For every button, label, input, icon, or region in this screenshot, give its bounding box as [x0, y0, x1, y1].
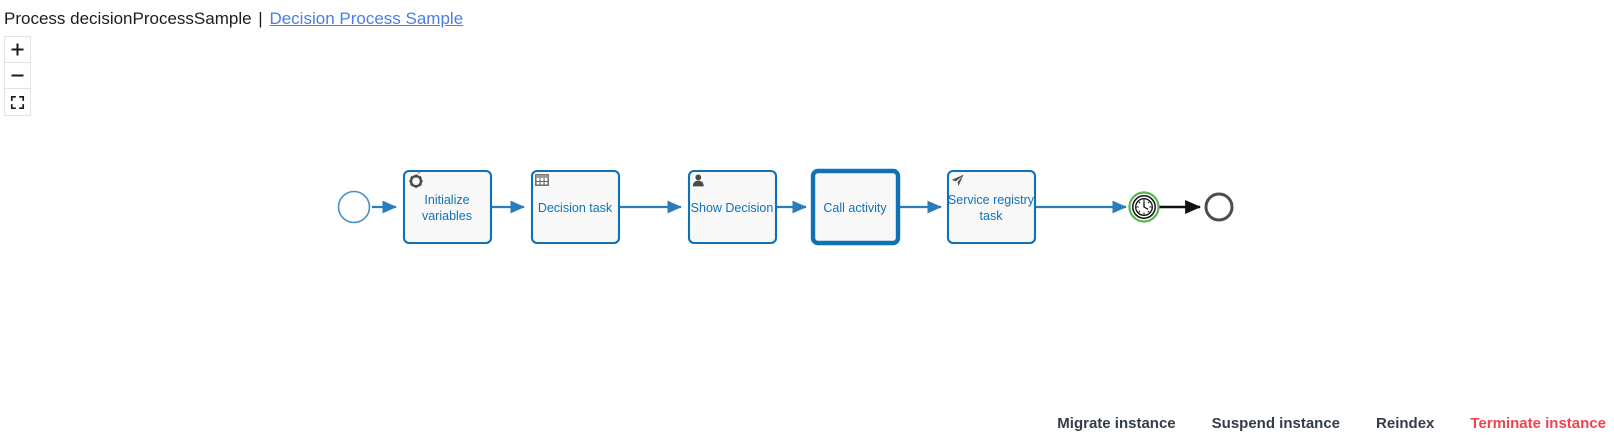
task-show-decision[interactable]: Show Decision [687, 169, 778, 245]
task-decision-task[interactable]: Decision task [530, 169, 621, 245]
zoom-out-button[interactable] [5, 63, 30, 89]
process-id-text: Process decisionProcessSample [4, 9, 252, 28]
task-label: Call activity [823, 201, 887, 215]
zoom-fit-button[interactable] [5, 89, 30, 115]
task-label-2: variables [422, 209, 472, 223]
start-event[interactable] [337, 190, 371, 224]
task-label-2: task [980, 209, 1004, 223]
task-label: Initialize [424, 193, 469, 207]
table-icon [535, 174, 549, 186]
fit-to-screen-icon [10, 95, 25, 109]
reindex-button[interactable]: Reindex [1376, 415, 1435, 432]
instance-actions: Migrate instance Suspend instance Reinde… [1057, 415, 1606, 432]
page-title: Process decisionProcessSample | Decision… [0, 6, 1614, 32]
task-label: Show Decision [691, 201, 774, 215]
send-icon [951, 174, 964, 186]
task-label: Service registry [948, 193, 1035, 207]
title-separator: | [258, 9, 263, 28]
suspend-instance-button[interactable]: Suspend instance [1211, 415, 1341, 432]
task-initialize-variables[interactable]: Initialize variables [402, 169, 493, 245]
timer-catch-event[interactable] [1128, 191, 1160, 223]
process-definition-link[interactable]: Decision Process Sample [269, 9, 464, 28]
user-icon [692, 174, 704, 187]
terminate-instance-button[interactable]: Terminate instance [1470, 415, 1606, 432]
task-service-registry-task[interactable]: Service registry task [946, 169, 1037, 245]
task-label: Decision task [538, 201, 613, 215]
end-event[interactable] [1204, 192, 1234, 222]
clock-icon [1135, 198, 1153, 216]
migrate-instance-button[interactable]: Migrate instance [1057, 415, 1176, 432]
plus-icon [11, 43, 24, 56]
minus-icon [11, 74, 24, 77]
zoom-controls [4, 36, 31, 116]
zoom-in-button[interactable] [5, 37, 30, 63]
task-call-activity[interactable]: Call activity [810, 168, 901, 246]
